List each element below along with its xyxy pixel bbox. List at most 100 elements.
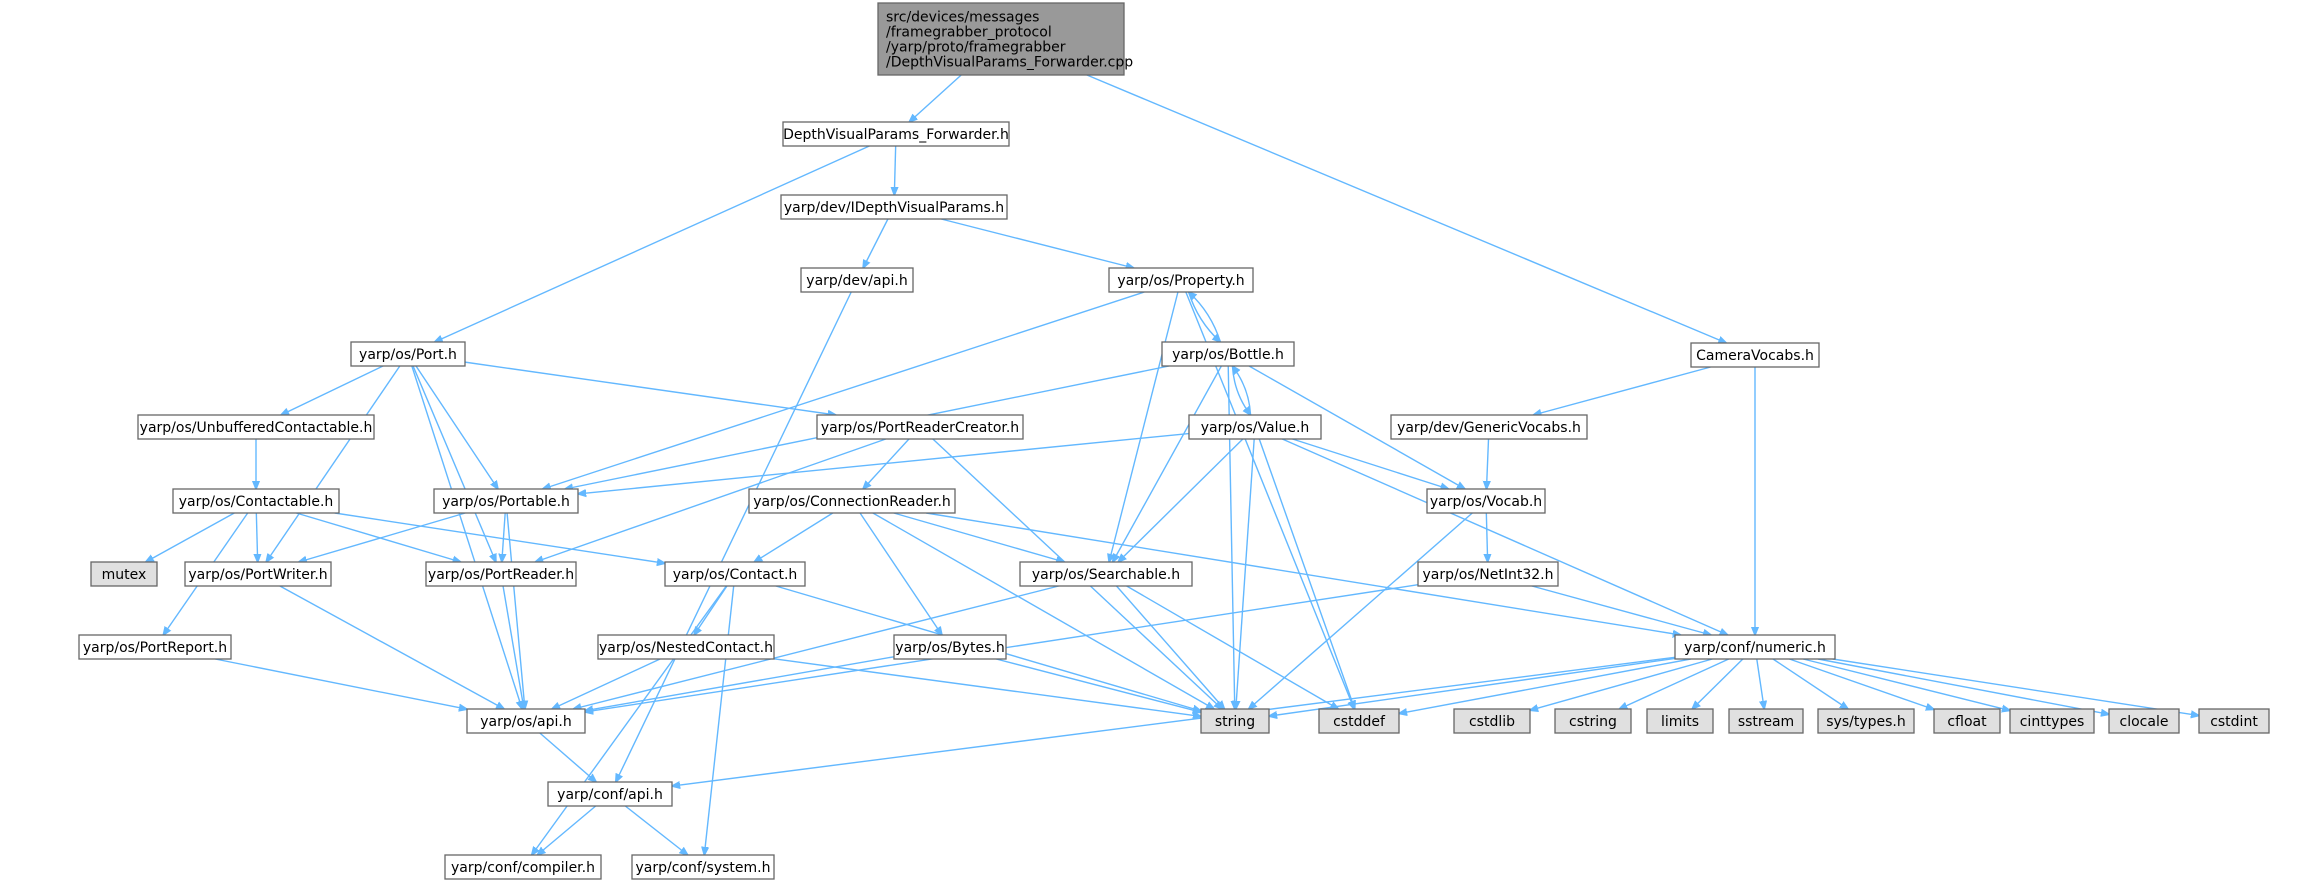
node-box-nestedcontact	[597, 634, 775, 660]
edge-numeric-to-cfloat	[1789, 658, 1934, 709]
node-box-idepth	[780, 194, 1008, 220]
node-generic_vocabs[interactable]: yarp/dev/GenericVocabs.h	[1390, 414, 1588, 440]
node-box-clocale	[2108, 708, 2180, 734]
node-portreader[interactable]: yarp/os/PortReader.h	[425, 561, 577, 587]
edge-numeric-to-cstdint	[1832, 658, 2199, 716]
edge-numeric-to-clocale	[1817, 658, 2109, 714]
node-netint32[interactable]: yarp/os/NetInt32.h	[1417, 561, 1559, 587]
node-label-portreport: yarp/os/PortReport.h	[83, 640, 227, 656]
node-label-cstring: cstring	[1569, 714, 1617, 730]
node-dvp_fwd_h[interactable]: DepthVisualParams_Forwarder.h	[782, 121, 1010, 147]
node-label-limits: limits	[1661, 714, 1699, 730]
node-label-value: yarp/os/Value.h	[1201, 420, 1310, 436]
node-portreport[interactable]: yarp/os/PortReport.h	[78, 634, 232, 660]
node-cstddef: cstddef	[1318, 708, 1400, 734]
node-system[interactable]: yarp/conf/system.h	[631, 854, 775, 880]
node-label-os_api: yarp/os/api.h	[480, 714, 571, 730]
edge-numeric-to-cstring	[1619, 658, 1730, 709]
node-box-cfloat	[1933, 708, 2001, 734]
edge-generic_vocabs-to-vocab	[1486, 438, 1488, 489]
node-label-vocab: yarp/os/Vocab.h	[1430, 494, 1542, 510]
node-label-connreader: yarp/os/ConnectionReader.h	[753, 494, 951, 510]
node-box-camera_vocabs	[1690, 342, 1820, 368]
node-sstream: sstream	[1728, 708, 1804, 734]
node-label-unbuffered: yarp/os/UnbufferedContactable.h	[140, 420, 373, 436]
node-port[interactable]: yarp/os/Port.h	[350, 341, 466, 367]
edge-contact-to-compiler	[532, 585, 727, 855]
node-box-numeric	[1674, 634, 1836, 660]
edge-port-to-prcreator	[464, 361, 836, 415]
node-connreader[interactable]: yarp/os/ConnectionReader.h	[748, 488, 956, 514]
node-box-contactable	[172, 488, 340, 514]
node-root[interactable]: src/devices/messages/framegrabber_protoc…	[877, 2, 1133, 76]
edge-port-to-portreader	[412, 365, 496, 562]
node-label-root: src/devices/messages	[886, 10, 1039, 26]
node-label-bytes: yarp/os/Bytes.h	[895, 640, 1004, 656]
node-prcreator[interactable]: yarp/os/PortReaderCreator.h	[816, 414, 1024, 440]
node-value[interactable]: yarp/os/Value.h	[1188, 414, 1322, 440]
node-conf_api[interactable]: yarp/conf/api.h	[547, 781, 673, 807]
node-os_api[interactable]: yarp/os/api.h	[466, 708, 586, 734]
node-camera_vocabs[interactable]: CameraVocabs.h	[1690, 342, 1820, 368]
node-label-systypes: sys/types.h	[1826, 714, 1905, 730]
node-vocab[interactable]: yarp/os/Vocab.h	[1426, 488, 1546, 514]
node-label-searchable: yarp/os/Searchable.h	[1032, 567, 1180, 583]
node-dev_api[interactable]: yarp/dev/api.h	[800, 267, 914, 293]
node-label-system: yarp/conf/system.h	[636, 860, 771, 876]
edge-numeric-to-conf_api	[672, 656, 1676, 786]
node-label-mutex: mutex	[102, 567, 147, 583]
node-label-cstddef: cstddef	[1333, 714, 1386, 730]
node-cstdint: cstdint	[2198, 708, 2270, 734]
node-label-dev_api: yarp/dev/api.h	[806, 273, 907, 289]
edge-portwriter-to-os_api	[279, 585, 504, 709]
edge-connreader-to-searchable	[893, 512, 1064, 562]
node-contactable[interactable]: yarp/os/Contactable.h	[172, 488, 340, 514]
edge-connreader-to-numeric	[926, 512, 1681, 635]
edge-property-to-bottle	[1187, 291, 1221, 342]
node-bytes[interactable]: yarp/os/Bytes.h	[893, 634, 1007, 660]
node-compiler[interactable]: yarp/conf/compiler.h	[444, 854, 602, 880]
node-label-contactable: yarp/os/Contactable.h	[179, 494, 334, 510]
node-label-cfloat: cfloat	[1947, 714, 1987, 730]
node-box-limits	[1646, 708, 1714, 734]
node-label-generic_vocabs: yarp/dev/GenericVocabs.h	[1397, 420, 1581, 436]
edge-portable-to-portwriter	[299, 512, 466, 562]
node-portable[interactable]: yarp/os/Portable.h	[433, 488, 579, 514]
node-box-portable	[433, 488, 579, 514]
node-contact[interactable]: yarp/os/Contact.h	[664, 561, 806, 587]
node-nestedcontact[interactable]: yarp/os/NestedContact.h	[597, 634, 775, 660]
node-label-camera_vocabs: CameraVocabs.h	[1696, 348, 1814, 364]
node-searchable[interactable]: yarp/os/Searchable.h	[1019, 561, 1193, 587]
node-bottle[interactable]: yarp/os/Bottle.h	[1161, 341, 1295, 367]
node-box-generic_vocabs	[1390, 414, 1588, 440]
edge-connreader-to-bytes	[859, 512, 942, 635]
dependency-nodes: src/devices/messages/framegrabber_protoc…	[78, 2, 2270, 880]
edge-portable-to-os_api	[506, 512, 525, 709]
edge-value-to-portable	[578, 432, 1190, 494]
edge-portreport-to-os_api	[215, 658, 467, 709]
edge-property-to-searchable	[1109, 291, 1179, 562]
node-numeric[interactable]: yarp/conf/numeric.h	[1674, 634, 1836, 660]
node-property[interactable]: yarp/os/Property.h	[1108, 267, 1254, 293]
node-mutex: mutex	[90, 561, 158, 587]
edge-contactable-to-portreader	[296, 512, 460, 562]
node-label-compiler: yarp/conf/compiler.h	[451, 860, 595, 876]
node-limits: limits	[1646, 708, 1714, 734]
node-box-contact	[664, 561, 806, 587]
edge-netint32-to-numeric	[1531, 585, 1711, 635]
edge-value-to-string	[1236, 438, 1255, 709]
edge-numeric-to-cinttypes	[1802, 658, 2010, 711]
edge-conf_api-to-system	[624, 805, 687, 855]
node-idepth[interactable]: yarp/dev/IDepthVisualParams.h	[780, 194, 1008, 220]
node-unbuffered[interactable]: yarp/os/UnbufferedContactable.h	[137, 414, 375, 440]
edge-contactable-to-contact	[334, 512, 665, 563]
edge-searchable-to-string	[1116, 585, 1225, 709]
node-string: string	[1200, 708, 1270, 734]
edge-port-to-os_api	[411, 365, 522, 709]
edge-dev_api-to-conf_api	[616, 291, 852, 782]
node-portwriter[interactable]: yarp/os/PortWriter.h	[184, 561, 332, 587]
edge-numeric-to-systypes	[1772, 658, 1848, 709]
edge-prcreator-to-connreader	[863, 438, 910, 489]
node-box-root	[877, 2, 1125, 76]
edge-value-to-searchable	[1118, 438, 1244, 562]
